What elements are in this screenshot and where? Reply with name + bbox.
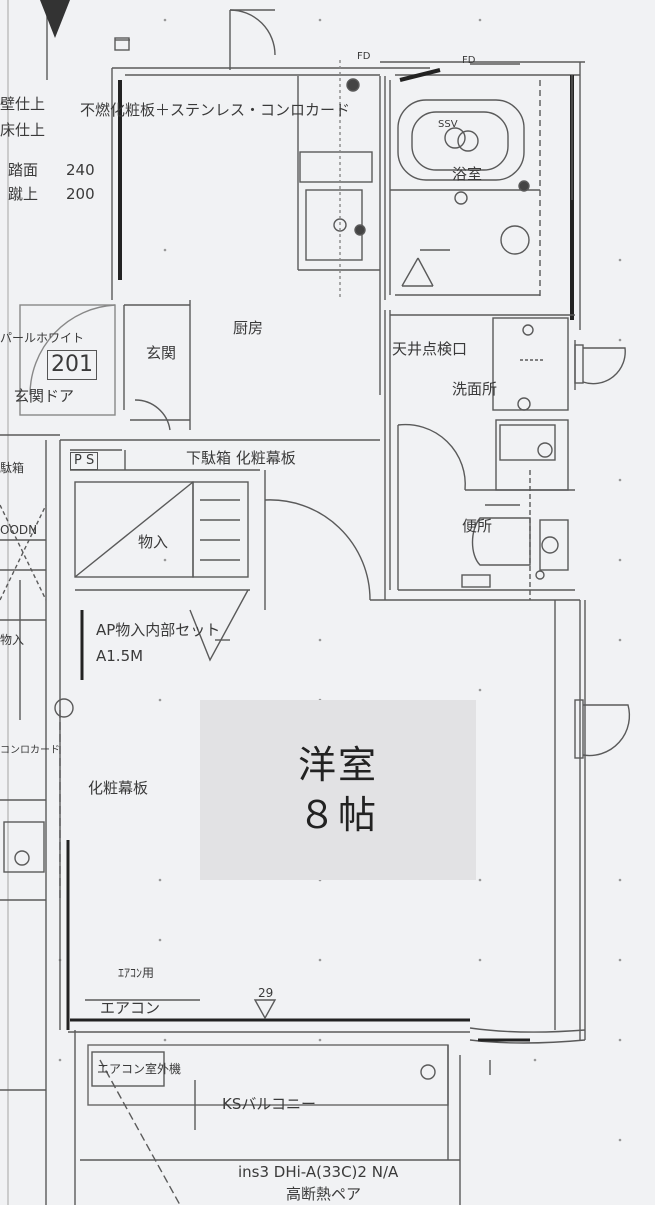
entrance-label: 玄関 (146, 344, 177, 362)
neighbor-storage-label: 物入 (0, 633, 25, 647)
fire-damper-label-1: FD (357, 51, 371, 62)
room-size: ８帖 (297, 793, 378, 837)
grid-dots (58, 18, 622, 1142)
tread-value: 240 (66, 161, 95, 179)
ceiling-hatch-label: 天井点検口 (392, 340, 468, 358)
storage-label: 物入 (138, 533, 169, 551)
neighbor-shoebox-label: 駄箱 (0, 461, 25, 475)
balcony-label: KSバルコニー (222, 1095, 317, 1113)
washroom-label: 洗面所 (452, 380, 498, 398)
storage-set-note: AP物入内部セット (96, 621, 221, 639)
pipe-space-label: P S (70, 452, 99, 470)
kitchen-finish-note: 不燃化粧板＋ステンレス・コンロカード (80, 101, 351, 119)
stair-arrow-icon (40, 0, 70, 38)
neighbor-odn-label: OODN (0, 523, 38, 537)
bath-label: 浴室 (452, 165, 483, 183)
western-room-card: 洋室 ８帖 (200, 700, 476, 880)
valance-label: 化粧幕板 (88, 779, 149, 797)
entrance-door-label: 玄関ドア (14, 387, 75, 405)
sash-spec-label: ins3 DHi-A(33C)2 N/A (238, 1163, 399, 1181)
ac-outdoor-label: エアコン室外機 (97, 1062, 182, 1076)
riser-label: 蹴上 (8, 185, 39, 203)
toilet-label: 便所 (462, 517, 493, 535)
shoe-box-label: 下駄箱 化粧幕板 (186, 449, 296, 467)
door-color-label: パールホワイト (0, 331, 85, 345)
sash-glass-label: 高断熱ペア (286, 1185, 362, 1203)
tread-label: 踏面 (8, 161, 39, 179)
neighbor-cooker-label: コンロカード (0, 745, 60, 756)
unit-number: 201 (47, 350, 97, 380)
bath-code-label: SSV (438, 119, 458, 130)
finish-label-wall: 壁仕上 (0, 95, 46, 113)
storage-size-note: A1.5M (96, 647, 144, 665)
kitchen-label: 厨房 (233, 319, 264, 337)
fire-damper-label-2: FD (462, 55, 476, 66)
room-name: 洋室 (297, 743, 378, 787)
ac-for-label: ｴｱｺﾝ用 (118, 966, 155, 980)
riser-value: 200 (66, 185, 95, 203)
ac-label: エアコン (100, 999, 161, 1017)
finish-label-floor: 床仕上 (0, 121, 46, 139)
level-mark-29: 29 (258, 986, 274, 1000)
